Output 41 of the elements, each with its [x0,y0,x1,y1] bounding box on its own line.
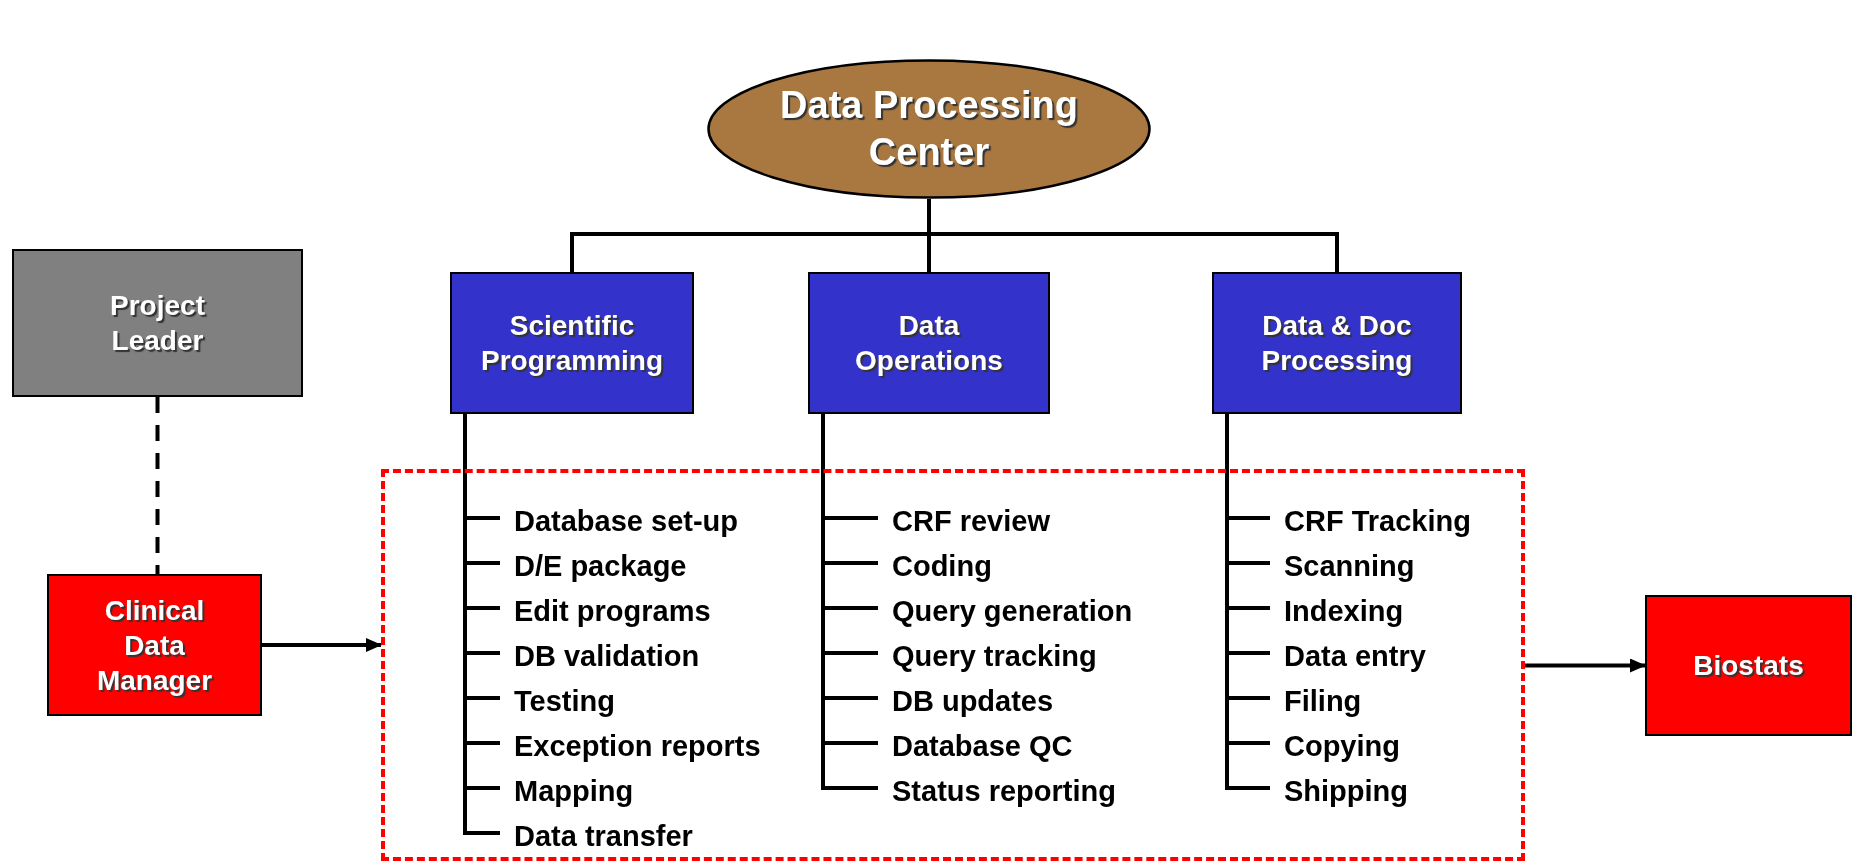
arrow [1525,658,1646,673]
task-item: Indexing [1274,593,1524,631]
task-item: CRF review [882,503,1182,541]
task-item: Testing [504,683,804,721]
center-title: Data Processing Center [779,82,1079,175]
department-box [450,272,694,414]
role-box [47,574,262,716]
task-item: Database set-up [504,503,804,541]
box-label: Data & Doc Processing [1260,309,1414,378]
task-item: Status reporting [882,773,1182,811]
arrow [262,638,382,652]
dashed-connector [155,397,160,574]
task-item: Exception reports [504,728,804,766]
task-item: Query generation [882,593,1182,631]
task-item: Mapping [504,773,804,811]
box-label: Project Leader [109,289,206,358]
task-item: Copying [1274,728,1524,766]
task-item: Data entry [1274,638,1524,676]
dashed-region [381,469,1525,861]
role-box [1645,595,1852,736]
box-label: Scientific Programming [480,309,664,378]
task-item: Database QC [882,728,1182,766]
department-box [808,272,1050,414]
box-label: Data Operations [854,309,1004,378]
box-label: Biostats [1693,649,1804,683]
task-item: Filing [1274,683,1524,721]
task-item: CRF Tracking [1274,503,1524,541]
department-box [1212,272,1462,414]
task-item: Shipping [1274,773,1524,811]
connector-line [927,199,1339,272]
task-item: D/E package [504,548,804,586]
task-item: Query tracking [882,638,1182,676]
task-item: DB updates [882,683,1182,721]
oval-node [707,59,1151,199]
box-label: Clinical Data Manager [95,593,214,698]
task-item: Scanning [1274,548,1524,586]
task-item: DB validation [504,638,804,676]
task-item: Edit programs [504,593,804,631]
task-item: Data transfer [504,818,804,856]
task-item: Coding [882,548,1182,586]
role-box [12,249,303,397]
